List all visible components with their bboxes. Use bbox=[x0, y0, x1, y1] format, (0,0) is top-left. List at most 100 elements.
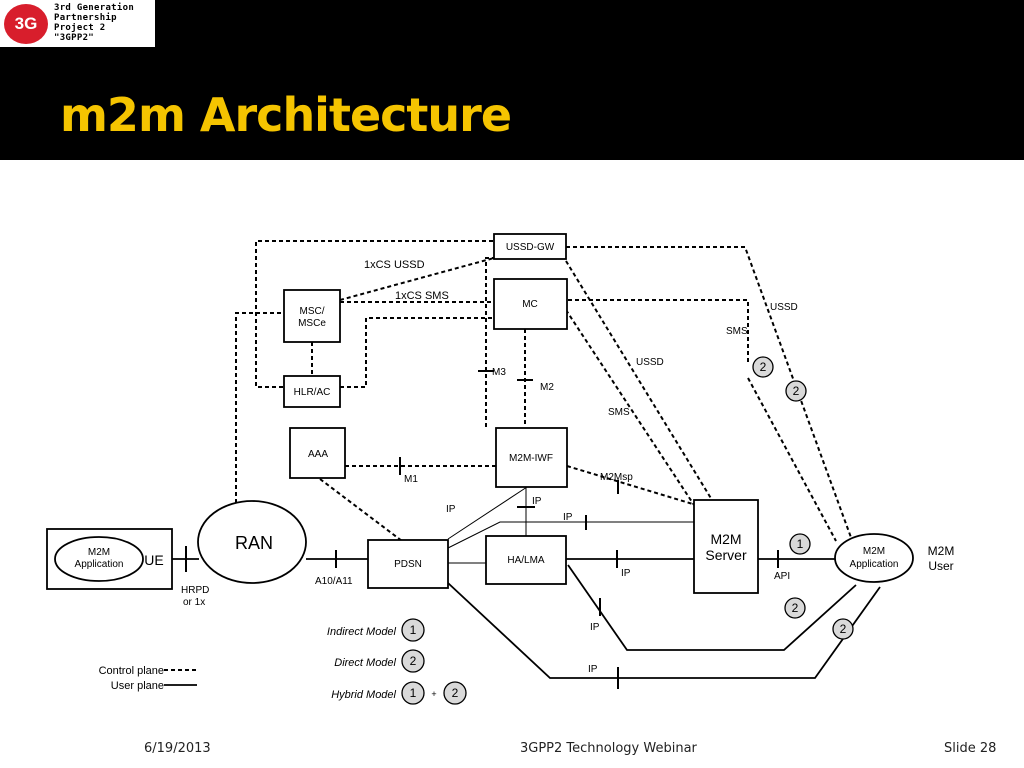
logo-text-line: "3GPP2" bbox=[54, 33, 95, 43]
sms-mid-label: SMS bbox=[608, 407, 630, 418]
sms-right-link bbox=[747, 377, 837, 542]
ue-m2m-application-ellipse bbox=[54, 536, 144, 582]
hlr-box bbox=[283, 375, 341, 408]
mc-label: MC bbox=[522, 299, 538, 310]
mc-sms-right-link bbox=[568, 299, 749, 362]
3g-logo-mark: 3G bbox=[4, 4, 48, 44]
legend-user-plane: User plane bbox=[111, 680, 164, 692]
aaa-box bbox=[289, 427, 346, 479]
hlr-ussdgw-link bbox=[255, 240, 494, 388]
m2m-user-label: User bbox=[928, 559, 953, 573]
badge-number: 1 bbox=[410, 623, 417, 637]
ran-msc-link bbox=[235, 312, 284, 503]
msc-label: MSCe bbox=[298, 318, 326, 329]
badge-number: 1 bbox=[410, 686, 417, 700]
m2m-server-box bbox=[693, 499, 759, 594]
ue-app-label: Application bbox=[75, 559, 124, 570]
hlr-label: HLR/AC bbox=[294, 387, 331, 398]
ue-app-label: M2M bbox=[88, 547, 110, 558]
legend-badge bbox=[401, 649, 425, 673]
ussd-gw-label: USSD-GW bbox=[506, 242, 555, 253]
or-1x-label: or 1x bbox=[183, 597, 205, 608]
m1-label: M1 bbox=[404, 474, 418, 485]
interface-ticks bbox=[185, 370, 779, 689]
ip-label: IP bbox=[590, 622, 600, 633]
msc-label: MSC/ bbox=[300, 306, 325, 317]
pdsn-app-lower-link bbox=[447, 582, 881, 679]
mc-box bbox=[493, 278, 568, 330]
legend-badge bbox=[401, 681, 425, 705]
architecture-diagram: USSD-GW MC MSC/ MSCe HLR/AC AAA M2M-IWF … bbox=[46, 233, 955, 705]
m2msp-label: M2Msp bbox=[600, 472, 633, 483]
hrpd-label: HRPD bbox=[181, 585, 209, 596]
ussd-mid-label: USSD bbox=[636, 357, 664, 368]
user-app-label: Application bbox=[850, 559, 899, 570]
title-banner: 3G 3rd Generation Partnership Project 2 … bbox=[0, 0, 1024, 160]
model-badge bbox=[832, 618, 854, 640]
badge-number: 2 bbox=[760, 360, 767, 374]
m2m-server-label: M2M bbox=[710, 531, 741, 547]
slide-number: Slide 28 bbox=[944, 741, 997, 756]
api-label: API bbox=[774, 571, 790, 582]
cs-sms-label: 1xCS SMS bbox=[395, 290, 449, 302]
legend-hybrid-model: Hybrid Model bbox=[331, 689, 396, 701]
pdsn-box bbox=[367, 539, 449, 589]
m2m-iwf-box bbox=[495, 427, 568, 488]
logo-text-line: Partnership bbox=[54, 13, 117, 23]
ip-label: IP bbox=[588, 664, 598, 675]
user-app-label: M2M bbox=[863, 546, 885, 557]
ue-label: UE bbox=[144, 552, 163, 568]
ip-label: IP bbox=[532, 496, 542, 507]
badge-number: 2 bbox=[792, 601, 799, 615]
control-plane-links bbox=[164, 240, 854, 671]
a10-a11-label: A10/A11 bbox=[315, 576, 353, 587]
m2m-user-label: M2M bbox=[928, 544, 955, 558]
model-badge bbox=[784, 597, 806, 619]
3gpp2-logo: 3G 3rd Generation Partnership Project 2 … bbox=[0, 0, 155, 47]
model-badge bbox=[752, 356, 774, 378]
ran-label: RAN bbox=[235, 533, 273, 553]
badge-number: 2 bbox=[452, 686, 459, 700]
ussdgw-ussd-mid-link bbox=[565, 260, 713, 501]
footer-title: 3GPP2 Technology Webinar bbox=[520, 741, 697, 756]
badge-number: 1 bbox=[797, 537, 804, 551]
legend-direct-model: Direct Model bbox=[334, 657, 396, 669]
slide-title: m2m Architecture bbox=[60, 88, 512, 142]
ha-app-lower-link bbox=[567, 564, 857, 651]
badge-number: 2 bbox=[840, 622, 847, 636]
pdsn-server-link bbox=[447, 521, 694, 549]
aaa-pdsn-link bbox=[319, 478, 403, 542]
aaa-label: AAA bbox=[308, 449, 328, 460]
model-badge bbox=[789, 533, 811, 555]
footer-date: 6/19/2013 bbox=[144, 741, 211, 756]
ha-lma-label: HA/LMA bbox=[507, 555, 545, 566]
user-m2m-application-ellipse bbox=[834, 533, 914, 583]
sms-right-label: SMS bbox=[726, 326, 748, 337]
mc-sms-mid-link bbox=[565, 309, 695, 506]
m2m-iwf-label: M2M-IWF bbox=[509, 453, 553, 464]
legend-badge bbox=[401, 618, 425, 642]
m2m-server-label: Server bbox=[705, 547, 747, 563]
ran-ellipse bbox=[197, 500, 307, 584]
m2msp-link bbox=[566, 465, 697, 506]
m2-label: M2 bbox=[540, 382, 554, 393]
ip-label: IP bbox=[446, 504, 456, 515]
ussdgw-ussd-right-link bbox=[566, 246, 854, 544]
legend-indirect-model: Indirect Model bbox=[327, 626, 397, 638]
thin-links bbox=[447, 486, 694, 564]
msc-box bbox=[283, 289, 341, 343]
badge-number: 2 bbox=[793, 384, 800, 398]
legend-badge bbox=[443, 681, 467, 705]
logo-text-line: 3rd Generation bbox=[54, 3, 135, 13]
ip-label: IP bbox=[563, 512, 573, 523]
badge-number: 2 bbox=[410, 654, 417, 668]
ussd-right-label: USSD bbox=[770, 302, 798, 313]
hlr-mc-link bbox=[340, 317, 494, 388]
model-badge bbox=[785, 380, 807, 402]
ip-label: IP bbox=[621, 568, 631, 579]
pdsn-label: PDSN bbox=[394, 559, 422, 570]
ussd-gw-box bbox=[493, 233, 567, 260]
ha-lma-box bbox=[485, 535, 567, 585]
cs-ussd-link bbox=[339, 257, 495, 301]
legend-plus: + bbox=[431, 689, 436, 699]
